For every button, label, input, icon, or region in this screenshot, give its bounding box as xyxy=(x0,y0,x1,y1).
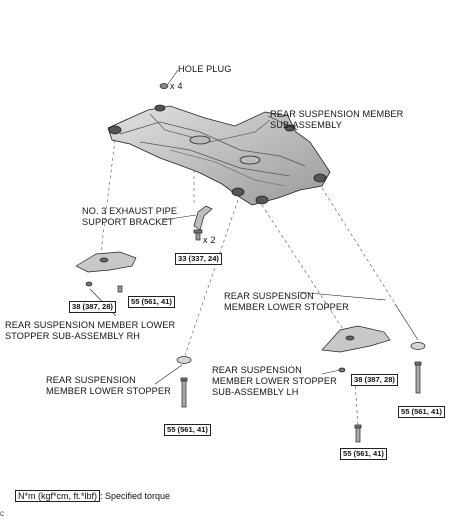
hole-plug xyxy=(159,69,179,89)
exhaust-bracket xyxy=(193,205,213,241)
torque-right-long-bolt: 55 (561, 41) xyxy=(398,406,445,418)
stopper-lh-label-line1: REAR SUSPENSION xyxy=(212,365,302,375)
torque-center-bolt: 55 (561, 41) xyxy=(340,448,387,460)
stopper-lh-part xyxy=(321,325,391,373)
corner-mark: C xyxy=(0,512,5,518)
exhaust-bracket-label-line2: SUPPORT BRACKET xyxy=(82,217,174,227)
torque-rh-bolt: 55 (561, 41) xyxy=(128,296,175,308)
rear-suspension-member xyxy=(107,104,331,206)
hole-plug-qty: x 4 xyxy=(170,81,183,91)
torque-lh-nut: 38 (387, 28) xyxy=(351,374,398,386)
stopper-lh-label-line3: SUB-ASSEMBLY LH xyxy=(212,387,299,397)
stopper-rh-label-line2: STOPPER SUB-ASSEMBLY RH xyxy=(5,331,141,341)
stopper-lh-label-line2: MEMBER LOWER STOPPER xyxy=(212,376,337,386)
stopper-rh-part xyxy=(75,251,137,293)
legend-text: : Specified torque xyxy=(100,491,171,501)
long-bolts xyxy=(180,361,422,443)
torque-legend: N*m (kgf*cm, ft.*lbf): Specified torque xyxy=(15,490,170,502)
alignment-lines xyxy=(99,139,419,426)
lower-stopper-right-label-line1: REAR SUSPENSION xyxy=(224,291,314,301)
exhaust-bracket-label-line1: NO. 3 EXHAUST PIPE xyxy=(82,206,178,216)
lower-stopper-washers xyxy=(176,342,426,364)
torque-bracket-bolt: 33 (337, 24) xyxy=(175,253,222,265)
lower-stopper-right-label-line2: MEMBER LOWER STOPPER xyxy=(224,302,349,312)
lower-stopper-left-label-line2: MEMBER LOWER STOPPER xyxy=(46,386,171,396)
bolt-qty: x 2 xyxy=(203,235,216,245)
rear-member-label-line2: SUB-ASSEMBLY xyxy=(270,120,342,130)
hole-plug-label: HOLE PLUG xyxy=(178,64,232,74)
rear-member-label-line1: REAR SUSPENSION MEMBER xyxy=(270,109,404,119)
stopper-rh-label-line1: REAR SUSPENSION MEMBER LOWER xyxy=(5,320,176,330)
legend-unit-box: N*m (kgf*cm, ft.*lbf) xyxy=(15,490,101,502)
lower-stopper-left-label-line1: REAR SUSPENSION xyxy=(46,375,136,385)
torque-rh-nut: 38 (387, 28) xyxy=(69,301,116,313)
torque-left-long-bolt: 55 (561, 41) xyxy=(164,424,211,436)
